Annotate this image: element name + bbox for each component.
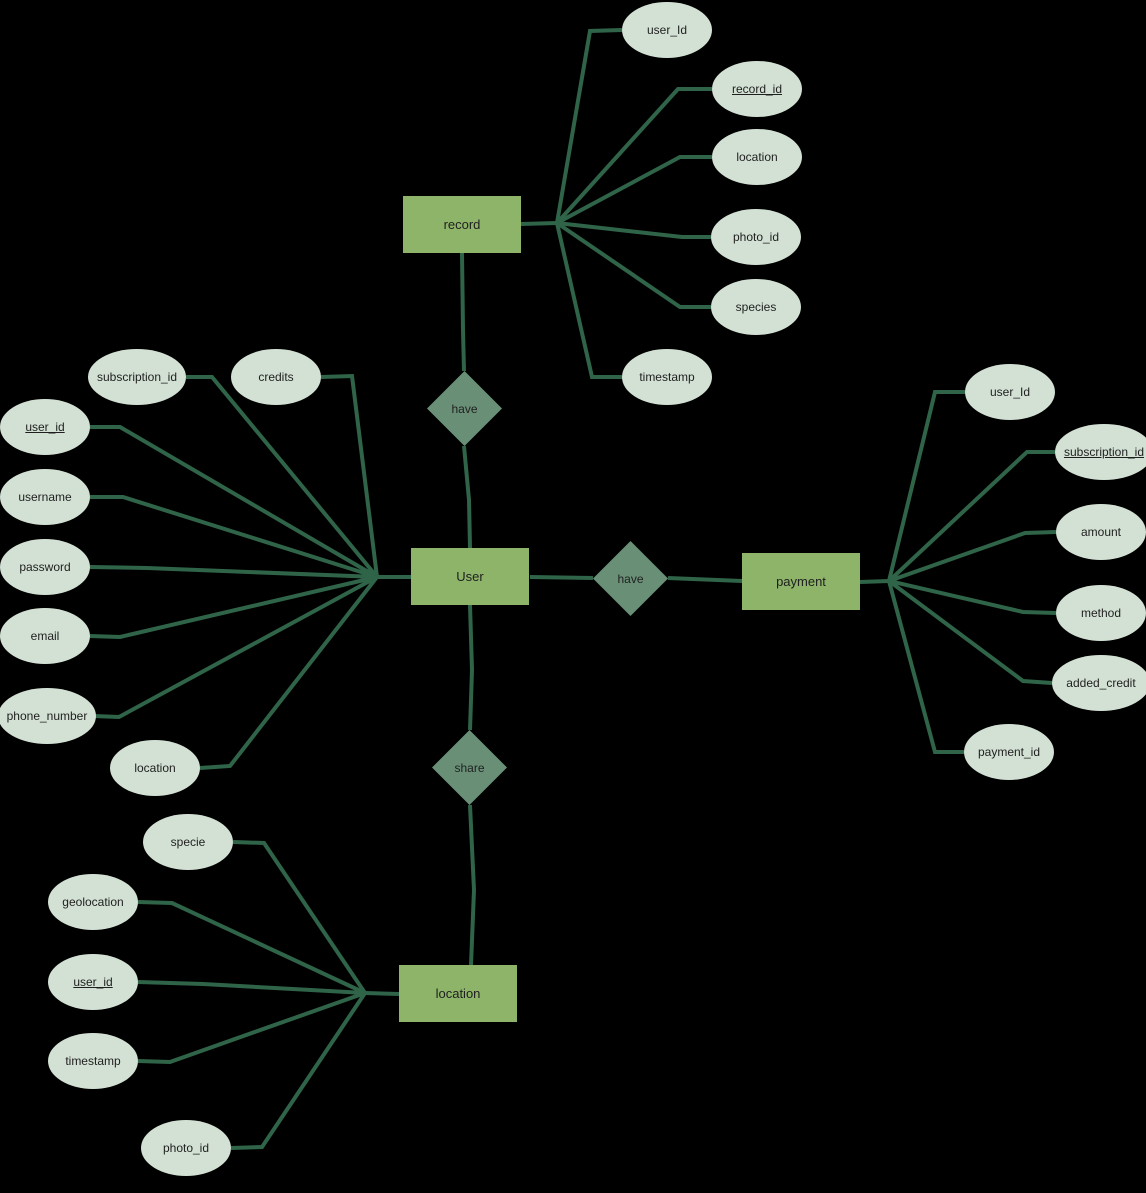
attribute-label: photo_id xyxy=(162,1141,210,1155)
attribute-payment-method[interactable]: method xyxy=(1056,585,1146,641)
attribute-label: phone_number xyxy=(6,709,88,723)
attribute-location-photo-id[interactable]: photo_id xyxy=(141,1120,231,1176)
attribute-location-timestamp[interactable]: timestamp xyxy=(48,1033,138,1089)
connector xyxy=(888,579,1057,615)
attribute-label: user_Id xyxy=(646,23,688,37)
attribute-label: timestamp xyxy=(65,1054,121,1068)
connector xyxy=(137,980,366,995)
connector xyxy=(520,221,558,226)
connector xyxy=(556,221,711,239)
attribute-payment-added-credit[interactable]: added_credit xyxy=(1052,655,1146,711)
connector xyxy=(89,565,378,579)
connector xyxy=(667,576,743,583)
attribute-label: subscription_id xyxy=(1063,445,1145,459)
attribute-label: record_id xyxy=(731,82,783,96)
attribute-label: location xyxy=(134,761,176,775)
connector xyxy=(462,445,472,549)
connector xyxy=(859,579,890,584)
connector xyxy=(232,840,367,995)
attribute-label: user_Id xyxy=(989,385,1031,399)
attribute-location-user-id[interactable]: user_id xyxy=(48,954,138,1010)
entity-label: record xyxy=(443,217,481,232)
connector xyxy=(887,450,1055,583)
attribute-payment-amount[interactable]: amount xyxy=(1056,504,1146,560)
relationship-have-record-user[interactable]: have xyxy=(427,371,502,446)
attribute-label: photo_id xyxy=(732,230,780,244)
entity-record[interactable]: record xyxy=(403,196,521,253)
connector xyxy=(199,575,379,770)
entity-label: location xyxy=(435,986,481,1001)
entity-label: payment xyxy=(776,574,826,589)
relationship-label: have xyxy=(617,571,644,586)
attribute-label: specie xyxy=(170,835,206,849)
attribute-user-username[interactable]: username xyxy=(0,469,90,525)
attribute-payment-user-id[interactable]: user_Id xyxy=(965,364,1055,420)
connector xyxy=(89,575,378,640)
connector xyxy=(555,28,623,224)
attribute-user-user-id[interactable]: user_id xyxy=(0,399,90,455)
attribute-label: password xyxy=(19,560,71,574)
attribute-user-subscription-id[interactable]: subscription_id xyxy=(88,349,186,405)
attribute-payment-subscription-id[interactable]: subscription_id xyxy=(1055,424,1146,480)
attribute-label: method xyxy=(1080,606,1122,620)
connector xyxy=(90,425,379,579)
connector xyxy=(364,991,400,996)
attribute-label: location xyxy=(736,150,778,164)
attribute-record-location[interactable]: location xyxy=(712,129,802,185)
relationship-label: share xyxy=(454,760,485,775)
connector xyxy=(888,530,1057,583)
attribute-label: subscription_id xyxy=(96,370,178,384)
attribute-label: added_credit xyxy=(1066,676,1136,690)
attribute-label: timestamp xyxy=(639,370,695,384)
attribute-record-timestamp[interactable]: timestamp xyxy=(622,349,712,405)
connector xyxy=(468,604,475,731)
attribute-user-password[interactable]: password xyxy=(0,539,90,595)
connector xyxy=(529,575,594,580)
entity-user[interactable]: User xyxy=(411,548,529,605)
attribute-user-credits[interactable]: credits xyxy=(231,349,321,405)
attribute-record-user-id[interactable]: user_Id xyxy=(622,2,712,58)
entity-payment[interactable]: payment xyxy=(742,553,860,610)
relationship-share-user-location[interactable]: share xyxy=(432,730,507,805)
connector xyxy=(887,579,1053,685)
connector xyxy=(93,575,378,720)
attribute-record-species[interactable]: species xyxy=(711,279,801,335)
attribute-user-location[interactable]: location xyxy=(110,740,200,796)
connector xyxy=(555,87,712,225)
relationship-label: have xyxy=(451,401,478,416)
attribute-payment-payment-id[interactable]: payment_id xyxy=(964,724,1054,780)
attribute-user-phone-number[interactable]: phone_number xyxy=(0,688,96,744)
entity-label: User xyxy=(456,569,484,584)
attribute-record-record-id[interactable]: record_id xyxy=(712,61,802,117)
attribute-record-photo-id[interactable]: photo_id xyxy=(711,209,801,265)
attribute-label: username xyxy=(18,490,72,504)
attribute-label: user_id xyxy=(73,975,113,989)
connector xyxy=(186,375,379,579)
connector xyxy=(137,991,366,1065)
connector xyxy=(460,252,466,372)
connector xyxy=(555,222,622,379)
connector xyxy=(90,495,378,579)
attribute-label: payment_id xyxy=(977,745,1041,759)
attribute-label: amount xyxy=(1080,525,1122,539)
connector xyxy=(556,155,712,225)
connector xyxy=(230,991,367,1150)
attribute-label: species xyxy=(735,300,777,314)
attribute-location-geolocation[interactable]: geolocation xyxy=(48,874,138,930)
attribute-location-specie[interactable]: specie xyxy=(143,814,233,870)
attribute-label: credits xyxy=(258,370,294,384)
connector xyxy=(887,580,964,754)
entity-location[interactable]: location xyxy=(399,965,517,1022)
attribute-label: user_id xyxy=(25,420,65,434)
connector xyxy=(137,900,366,995)
connector xyxy=(887,390,965,582)
attribute-label: geolocation xyxy=(62,895,124,909)
relationship-have-user-payment[interactable]: have xyxy=(593,541,668,616)
attribute-user-email[interactable]: email xyxy=(0,608,90,664)
connector xyxy=(555,221,711,309)
connector xyxy=(468,804,477,966)
attribute-label: email xyxy=(30,629,60,643)
connector xyxy=(320,373,379,578)
